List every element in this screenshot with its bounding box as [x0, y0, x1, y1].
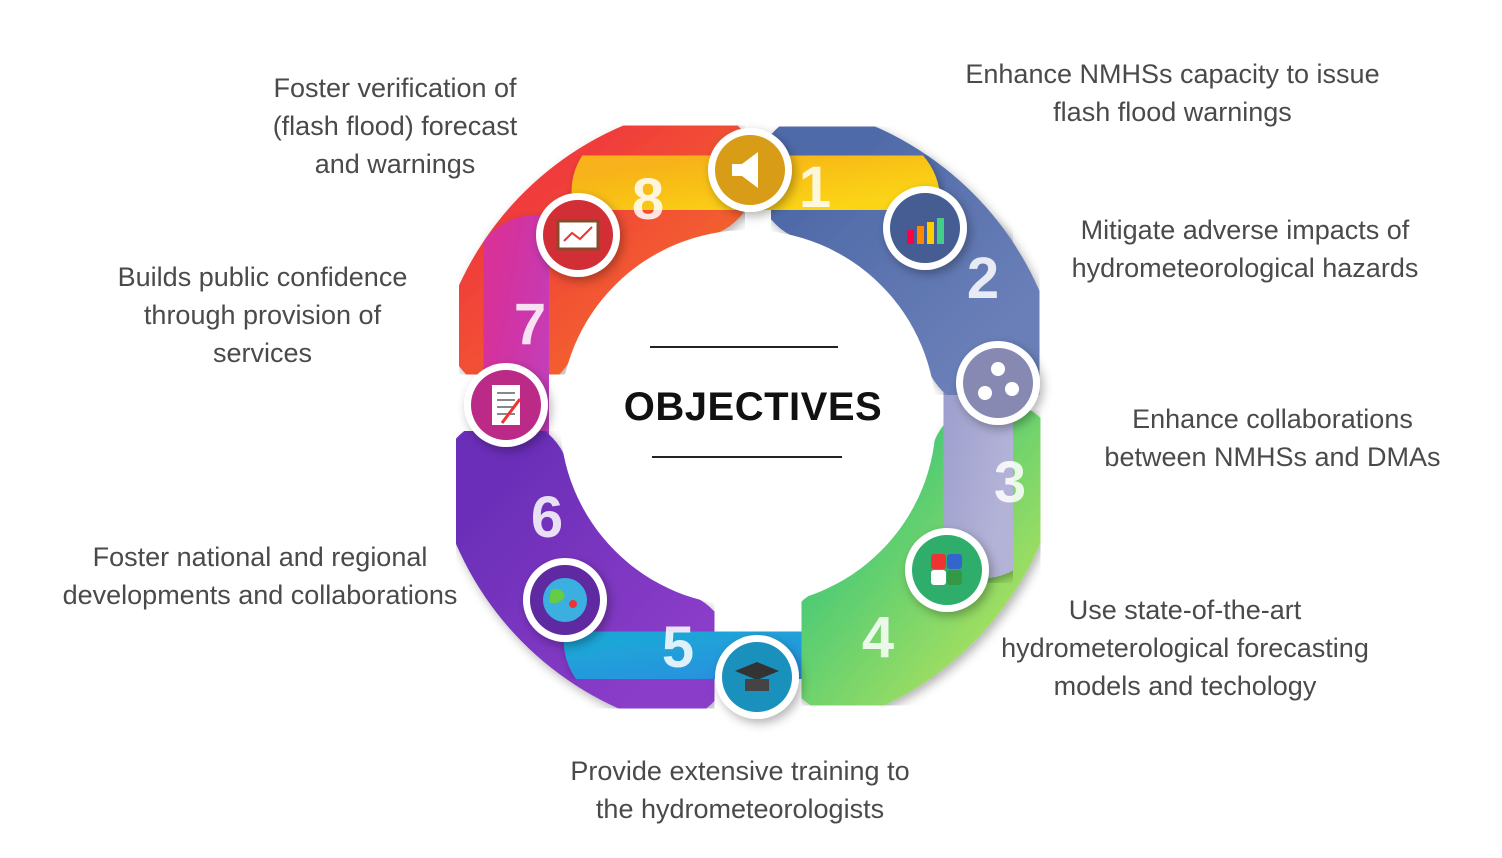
- presentation-chart-icon: [536, 193, 620, 277]
- objective-7-number: 7: [514, 292, 546, 357]
- bar-chart-icon: [883, 186, 967, 270]
- center-circle: [560, 230, 936, 606]
- center-title: OBJECTIVES: [623, 385, 883, 429]
- network-people-icon: [956, 341, 1040, 425]
- objective-2-number: 2: [967, 246, 999, 311]
- objective-5-label: Provide extensive training to the hydrom…: [570, 756, 910, 824]
- title-rule-bottom: [652, 456, 842, 458]
- objective-1-number: 1: [799, 155, 831, 220]
- document-icon: [464, 363, 548, 447]
- objective-5-number: 5: [662, 615, 694, 680]
- objective-8-number: 8: [632, 167, 664, 232]
- objective-7-label: Builds public confidence through provisi…: [117, 262, 408, 368]
- objective-6-number: 6: [531, 485, 563, 550]
- puzzle-icon: [905, 528, 989, 612]
- objective-8-label: Foster verification of (flash flood) for…: [272, 73, 518, 179]
- graduation-cap-icon: [715, 635, 799, 719]
- megaphone-icon: [708, 128, 792, 212]
- title-rule-top: [650, 346, 838, 348]
- objective-6-label: Foster national and regional development…: [62, 542, 458, 610]
- objective-3-number: 3: [994, 450, 1026, 515]
- objective-1-label: Enhance NMHSs capacity to issue flash fl…: [965, 59, 1380, 127]
- objective-3-label: Enhance collaborations between NMHSs and…: [1104, 404, 1441, 472]
- globe-icon: [523, 558, 607, 642]
- objective-2-label: Mitigate adverse impacts of hydrometeoro…: [1071, 215, 1419, 283]
- objective-4-number: 4: [862, 605, 894, 670]
- objective-4-label: Use state-of-the-art hydrometerological …: [1001, 595, 1369, 701]
